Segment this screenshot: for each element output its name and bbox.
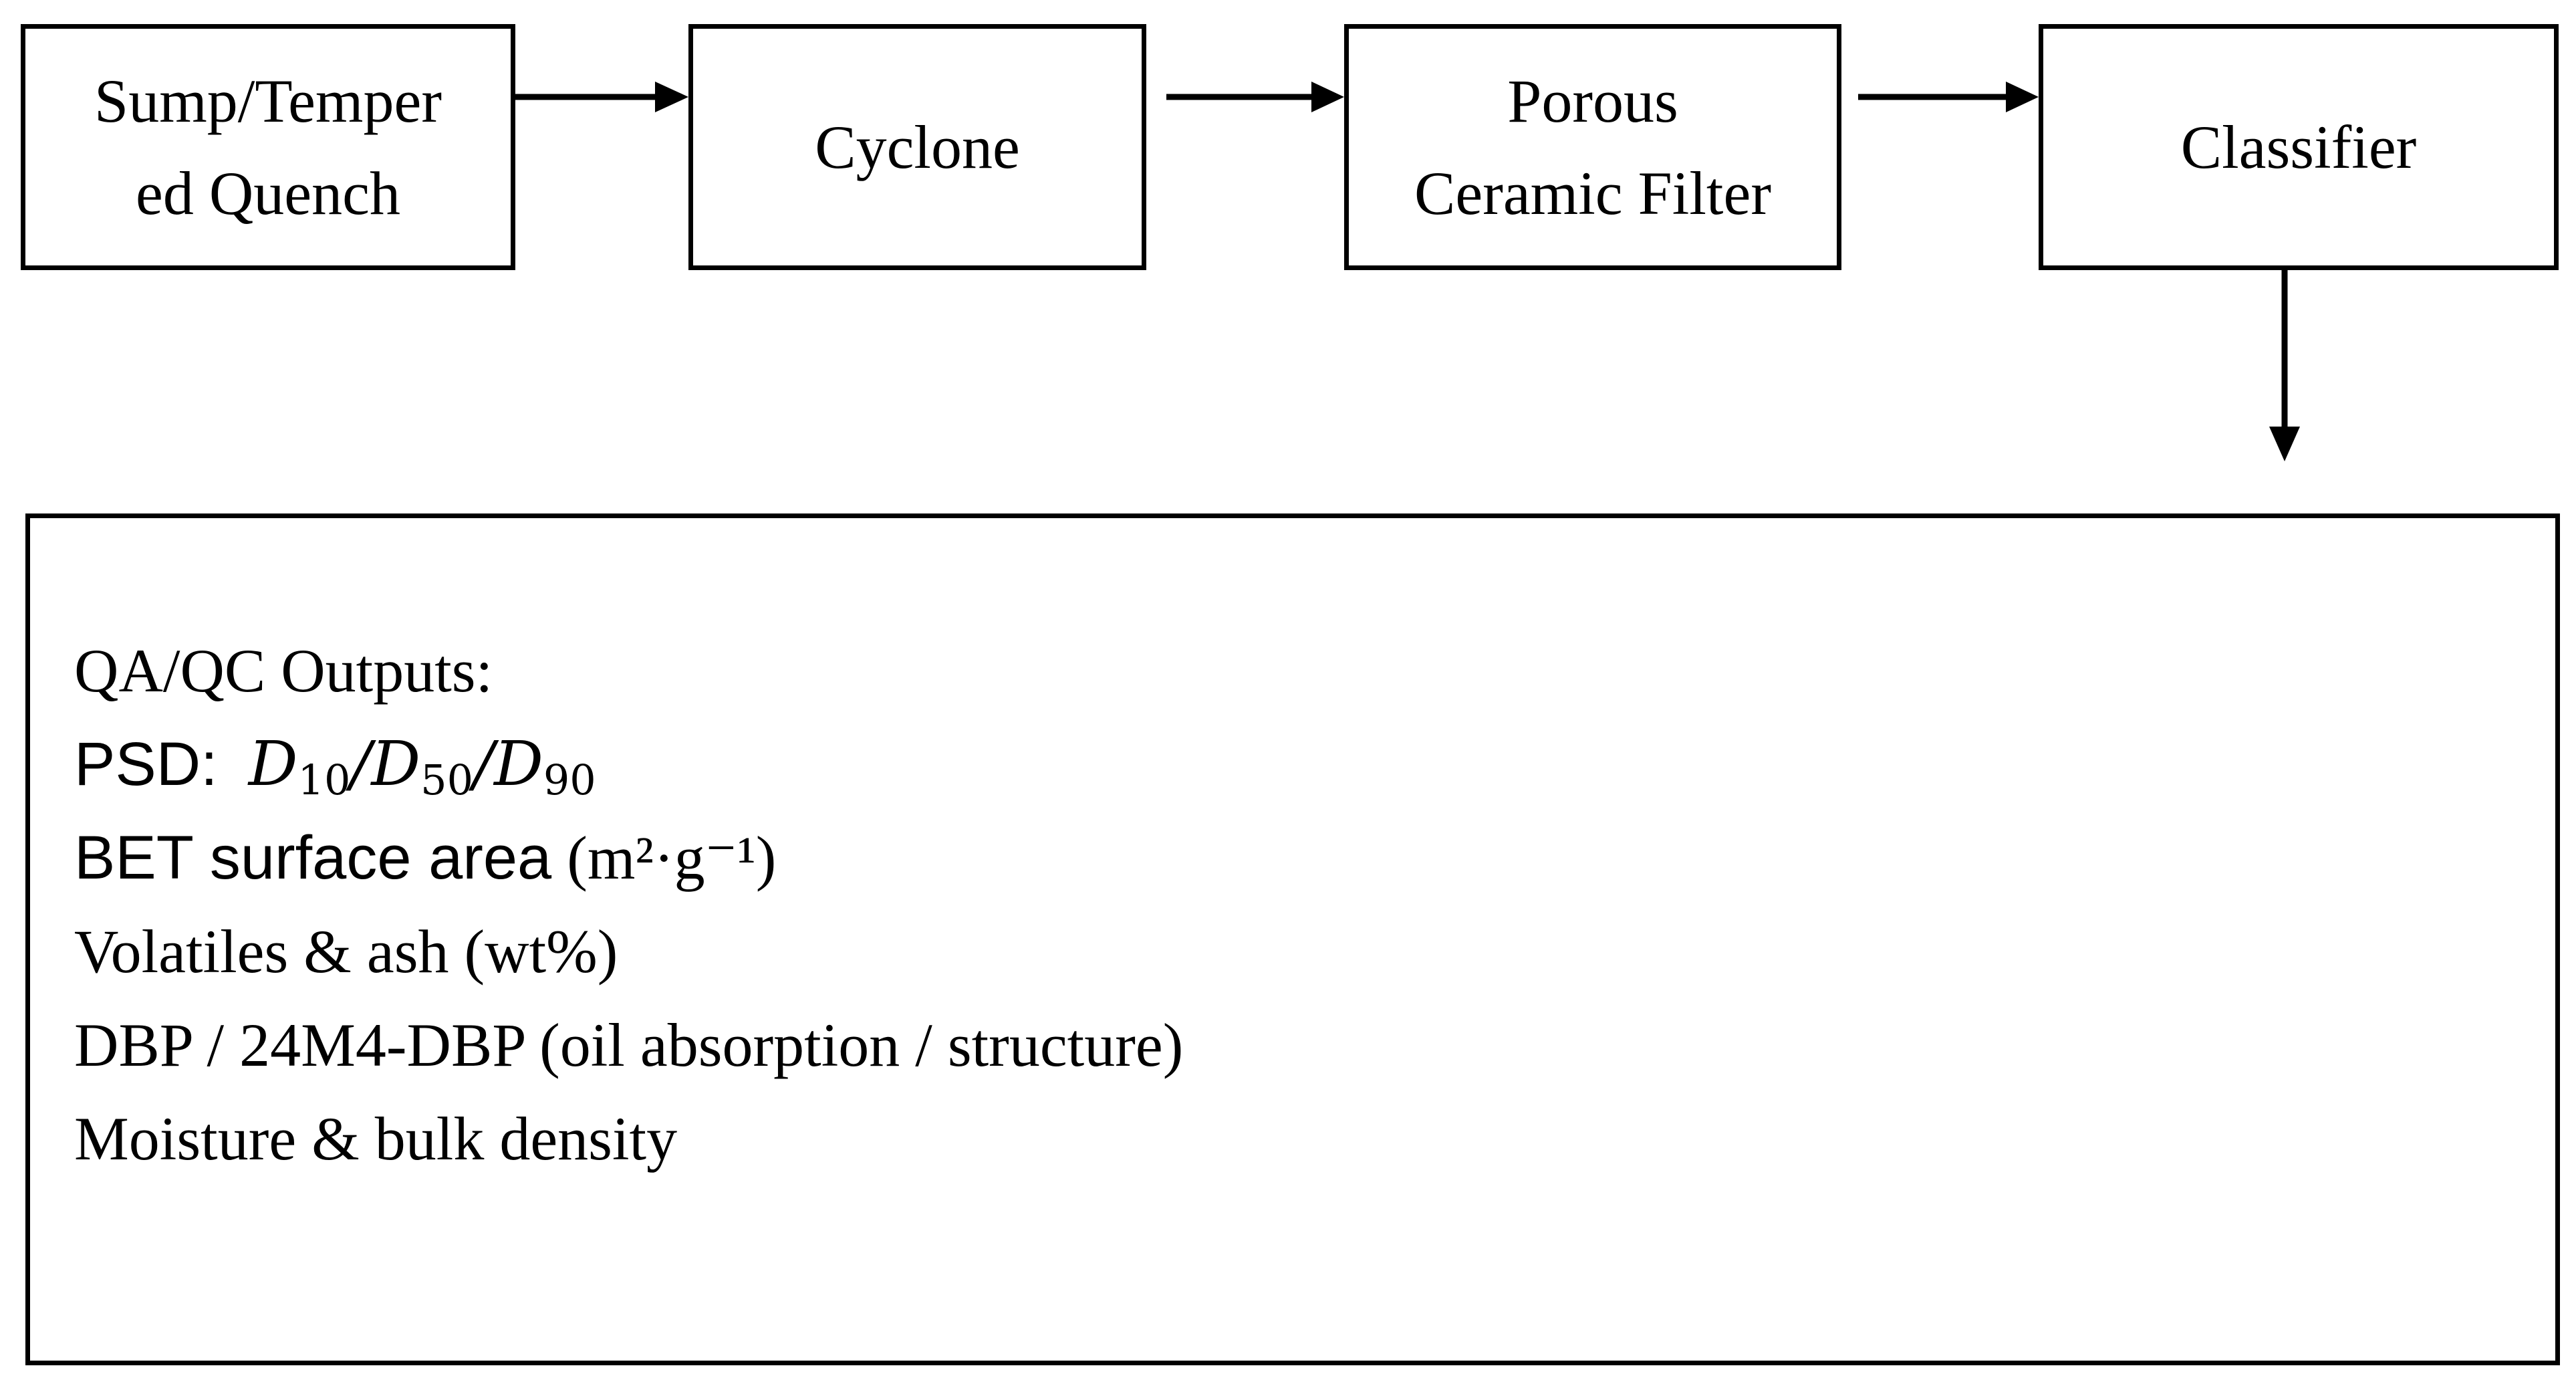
- step-porous-ceramic-filter: Porous Ceramic Filter: [1344, 24, 1841, 270]
- psd-line: PSD: D10/D50/D90: [74, 717, 1183, 811]
- metric-separator: /: [473, 728, 495, 800]
- step-label-line: Sump/Temper: [94, 67, 442, 135]
- step-classifier: Classifier: [2039, 24, 2559, 270]
- step-label-line: Porous: [1507, 67, 1678, 135]
- dbp-line: DBP / 24M4-DBP (oil absorption / structu…: [74, 1011, 1184, 1079]
- step-label: Cyclone: [815, 101, 1020, 193]
- step-label: Classifier: [2181, 101, 2417, 193]
- step-label-line: ed Quench: [136, 159, 400, 227]
- d90-symbol: D: [494, 728, 543, 800]
- qa-qc-outputs-box: QA/QC Outputs: PSD: D10/D50/D90 BET surf…: [25, 513, 2560, 1365]
- volatiles-line: Volatiles & ash (wt%): [74, 917, 618, 986]
- arrowhead-4: [2269, 427, 2300, 461]
- step-label-line: Ceramic Filter: [1414, 159, 1771, 227]
- arrowhead-2: [1311, 82, 1344, 112]
- metric-separator: /: [350, 728, 372, 800]
- step-label: Porous Ceramic Filter: [1414, 55, 1771, 239]
- d50-symbol: D: [371, 728, 421, 800]
- outputs-heading: QA/QC Outputs:: [74, 637, 493, 705]
- step-label: Sump/Temper ed Quench: [94, 55, 442, 239]
- psd-label: PSD:: [74, 730, 218, 798]
- psd-metrics: D10/D50/D90: [248, 728, 596, 801]
- qa-qc-outputs-list: QA/QC Outputs: PSD: D10/D50/D90 BET surf…: [74, 624, 1183, 1185]
- bet-unit: (m²·g⁻¹): [567, 824, 777, 892]
- arrowhead-1: [655, 82, 688, 112]
- d90-subscript: 90: [543, 756, 596, 804]
- bet-line: BET surface area (m²·g⁻¹): [74, 811, 1183, 905]
- arrowhead-3: [2006, 82, 2039, 112]
- step-sump-tempered-quench: Sump/Temper ed Quench: [21, 24, 515, 270]
- d10-symbol: D: [248, 728, 298, 800]
- moisture-line: Moisture & bulk density: [74, 1105, 678, 1173]
- step-label-line: Classifier: [2180, 113, 2417, 181]
- step-label-line: Cyclone: [815, 113, 1020, 181]
- d10-subscript: 10: [297, 756, 351, 804]
- bet-label: BET surface area: [74, 824, 552, 892]
- step-cyclone: Cyclone: [688, 24, 1146, 270]
- d50-subscript: 50: [420, 756, 474, 804]
